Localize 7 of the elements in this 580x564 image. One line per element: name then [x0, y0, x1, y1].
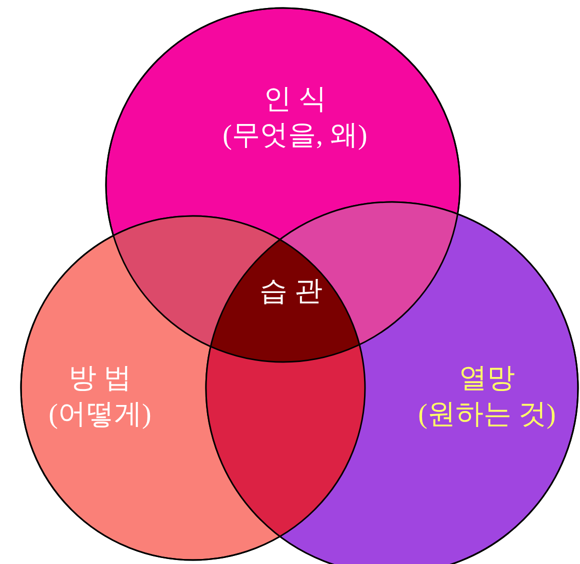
circle-subtitle: (어떻게) — [48, 398, 152, 432]
circle-title: 인 식 — [264, 83, 326, 117]
circle-subtitle: (원하는 것) — [418, 398, 556, 432]
circle-title: 열망 — [459, 362, 515, 396]
circle-subtitle: (무엇을, 왜) — [222, 119, 368, 153]
circle-title: 방 법 — [68, 362, 132, 396]
center-label: 습 관 — [260, 275, 322, 309]
